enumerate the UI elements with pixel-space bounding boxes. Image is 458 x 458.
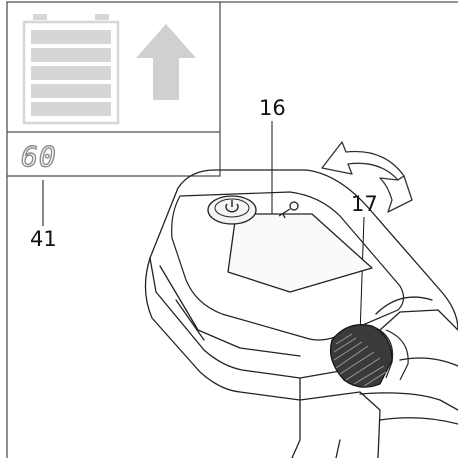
display-screen [227,213,373,293]
callout-16: 16 [259,96,286,120]
digital-readout-value: 60 [21,140,57,173]
rotate-arrow-icon [321,141,413,213]
speed-dial[interactable] [329,324,409,388]
battery-full-icon [22,14,120,125]
callout-41: 41 [30,227,57,251]
display-inset: 60 [6,1,458,458]
power-icon [225,200,239,213]
device-body [144,169,458,458]
leader-17 [359,216,365,336]
arrow-up-icon [136,24,196,100]
power-button[interactable] [207,195,257,225]
inset-frame [6,1,221,177]
key-icon [278,201,299,219]
